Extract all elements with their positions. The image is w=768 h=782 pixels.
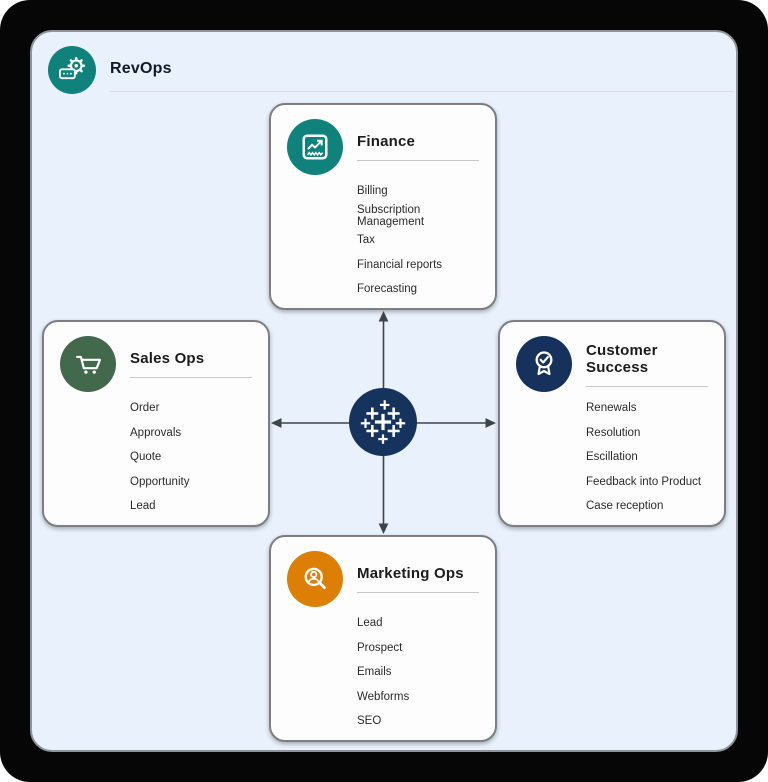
list-item: Approvals <box>130 426 182 439</box>
sales-ops-items: Order Approvals Quote Opportunity Lead <box>130 396 252 519</box>
list-item: Emails <box>357 666 392 679</box>
chart-growth-icon <box>287 119 343 175</box>
card-customer-success: Customer Success Renewals Resolution Esc… <box>498 320 726 527</box>
list-item: Resolution <box>586 426 641 439</box>
list-item: Webforms <box>357 690 410 703</box>
tableau-logo-icon <box>349 388 417 456</box>
card-title: Marketing Ops <box>357 565 464 582</box>
list-item: Forecasting <box>357 283 418 296</box>
list-item: Prospect <box>357 641 403 654</box>
revops-gear-icon <box>48 46 96 94</box>
list-item: Quote <box>130 451 162 464</box>
list-item: Tax <box>357 234 375 247</box>
list-item: Feedback into Product <box>586 475 702 488</box>
list-item: Renewals <box>586 402 637 415</box>
list-item: Financial reports <box>357 258 443 271</box>
customer-success-items: Renewals Resolution Escillation Feedback… <box>586 396 708 519</box>
card-finance: Finance Billing Subscription Management … <box>269 103 497 310</box>
list-item: Escillation <box>586 451 638 464</box>
list-item: Lead <box>357 617 383 630</box>
person-search-icon <box>287 551 343 607</box>
list-item: Lead <box>130 500 156 513</box>
finance-items: Billing Subscription Management Tax Fina… <box>357 179 479 302</box>
list-item: Billing <box>357 185 388 198</box>
marketing-ops-items: Lead Prospect Emails Webforms SEO <box>357 611 479 734</box>
list-item: Order <box>130 402 160 415</box>
award-ribbon-icon <box>516 336 572 392</box>
card-sales-ops: Sales Ops Order Approvals Quote Opportun… <box>42 320 270 527</box>
card-title: Customer Success <box>586 341 658 376</box>
list-item: Case reception <box>586 500 664 513</box>
list-item: SEO <box>357 715 382 728</box>
shopping-cart-icon <box>60 336 116 392</box>
card-title: Finance <box>357 133 416 150</box>
page-title: RevOps <box>110 60 172 77</box>
card-title: Sales Ops <box>130 350 205 367</box>
list-item: Opportunity <box>130 475 190 488</box>
card-marketing-ops: Marketing Ops Lead Prospect Emails Webfo… <box>269 535 497 742</box>
header-divider <box>110 91 734 92</box>
list-item: Subscription Management <box>357 203 425 228</box>
